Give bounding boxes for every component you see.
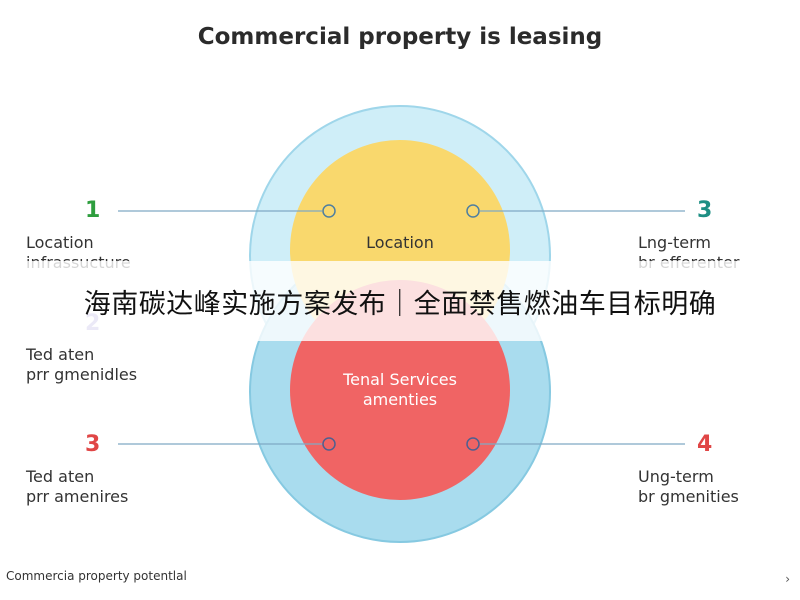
item-number-3-bottom: 3 — [85, 432, 101, 457]
services-label-line2: amenties — [362, 390, 438, 409]
item-number-1: 1 — [85, 198, 101, 223]
item-label-2: Ted aten prr gmenidles — [26, 345, 137, 385]
item-label-3-top-line1: Lng-term — [638, 233, 711, 252]
item-label-4-line2: br gmenities — [638, 487, 739, 506]
item-number-3-top: 3 — [697, 198, 713, 223]
location-label-text: Location — [366, 233, 434, 252]
headline-banner: 海南碳达峰实施方案发布｜全面禁售燃油车目标明确 — [0, 261, 800, 341]
connector-dot — [322, 437, 336, 451]
item-label-3-bottom: Ted aten prr amenires — [26, 467, 128, 507]
item-number-4: 4 — [697, 432, 713, 457]
page-title: Commercial property is leasing — [197, 24, 603, 50]
chevron-right-icon[interactable]: › — [785, 572, 790, 586]
item-label-4: Ung-term br gmenities — [638, 467, 739, 507]
connector-dot — [466, 204, 480, 218]
item-label-1-line1: Location — [26, 233, 94, 252]
connector-dot — [466, 437, 480, 451]
item-label-3-bottom-line2: prr amenires — [26, 487, 129, 506]
item-label-3-bottom-line1: Ted aten — [26, 467, 95, 486]
item-label-2-line2: prr gmenidles — [26, 365, 138, 384]
location-circle-label: Location — [300, 233, 500, 253]
item-label-2-line1: Ted aten — [26, 345, 95, 364]
item-label-4-line1: Ung-term — [638, 467, 714, 486]
services-circle-label: Tenal Services amenties — [300, 370, 500, 410]
headline-text: 海南碳达峰实施方案发布｜全面禁售燃油车目标明确 — [83, 288, 717, 320]
connector-dot — [322, 204, 336, 218]
services-label-line1: Tenal Services — [343, 370, 457, 389]
footer-caption: Commercia property potentlal — [6, 569, 187, 583]
